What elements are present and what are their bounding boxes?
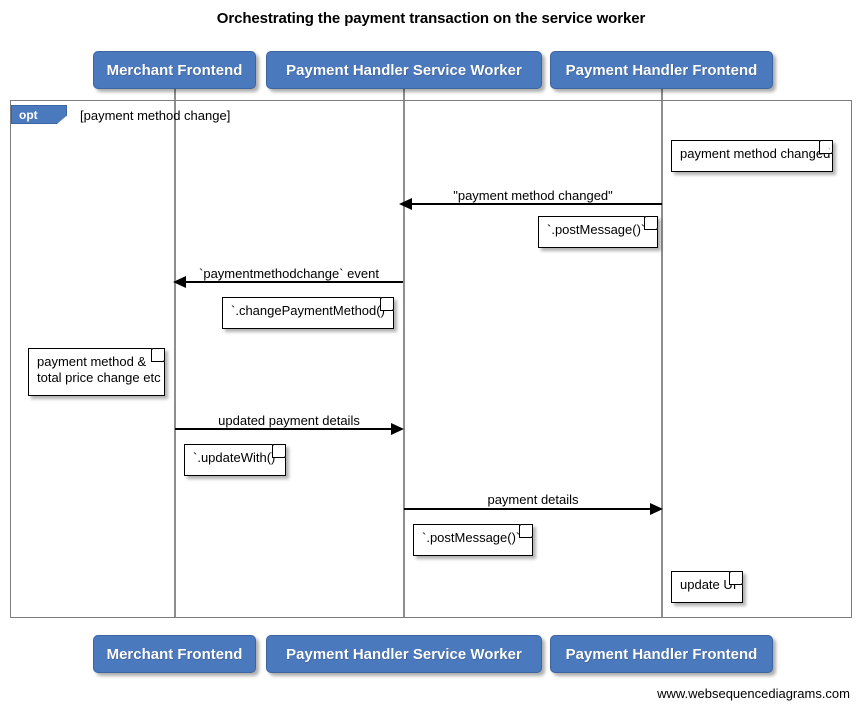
- note-update-with: `.updateWith()`: [184, 444, 286, 476]
- participant-top-payment-handler-frontend[interactable]: Payment Handler Frontend: [550, 51, 773, 89]
- note-post-message-2: `.postMessage()`: [413, 524, 533, 556]
- participant-label: Payment Handler Frontend: [565, 645, 758, 663]
- lifeline-payment-handler-service-worker: [403, 88, 405, 618]
- message-line-payment-method-changed: [411, 203, 662, 205]
- participant-top-merchant-frontend[interactable]: Merchant Frontend: [93, 51, 256, 89]
- arrow-head-payment-method-changed: [399, 198, 412, 210]
- arrow-head-updated-payment-details: [391, 423, 404, 435]
- message-label-payment-method-changed: "payment method changed": [453, 188, 613, 203]
- participant-bottom-payment-handler-service-worker[interactable]: Payment Handler Service Worker: [266, 635, 542, 673]
- note-payment-method-total-price: payment method & total price change etc: [28, 348, 165, 396]
- note-post-message-1: `.postMessage()`: [538, 216, 658, 248]
- note-update-ui: update UI: [671, 571, 743, 603]
- participant-bottom-merchant-frontend[interactable]: Merchant Frontend: [93, 635, 256, 673]
- arrow-head-payment-details: [650, 503, 663, 515]
- opt-fragment-frame: [10, 100, 852, 618]
- note-change-payment-method: `.changePaymentMethod()`: [222, 297, 394, 329]
- message-label-paymentmethodchange-event: `paymentmethodchange` event: [199, 266, 379, 281]
- participant-top-payment-handler-service-worker[interactable]: Payment Handler Service Worker: [266, 51, 542, 89]
- participant-label: Payment Handler Service Worker: [286, 645, 522, 663]
- participant-label: Merchant Frontend: [106, 61, 243, 79]
- participant-bottom-payment-handler-frontend[interactable]: Payment Handler Frontend: [550, 635, 773, 673]
- opt-fragment-tag: opt: [11, 105, 67, 124]
- participant-label: Payment Handler Frontend: [565, 61, 758, 79]
- message-line-updated-payment-details: [175, 428, 391, 430]
- opt-fragment-guard: [payment method change]: [80, 108, 231, 123]
- note-payment-method-changed: payment method changed: [671, 140, 833, 172]
- opt-tag-label: opt: [19, 107, 38, 122]
- arrow-head-paymentmethodchange-event: [173, 276, 186, 288]
- lifeline-merchant-frontend: [174, 88, 176, 618]
- participant-label: Payment Handler Service Worker: [286, 61, 522, 79]
- message-label-updated-payment-details: updated payment details: [218, 413, 360, 428]
- lifeline-payment-handler-frontend: [661, 88, 663, 618]
- message-label-payment-details: payment details: [487, 492, 579, 507]
- message-line-payment-details: [404, 508, 650, 510]
- participant-label: Merchant Frontend: [106, 645, 243, 663]
- message-line-paymentmethodchange-event: [185, 281, 403, 283]
- diagram-title: Orchestrating the payment transaction on…: [216, 10, 646, 27]
- footer-credit: www.websequencediagrams.com: [657, 686, 850, 701]
